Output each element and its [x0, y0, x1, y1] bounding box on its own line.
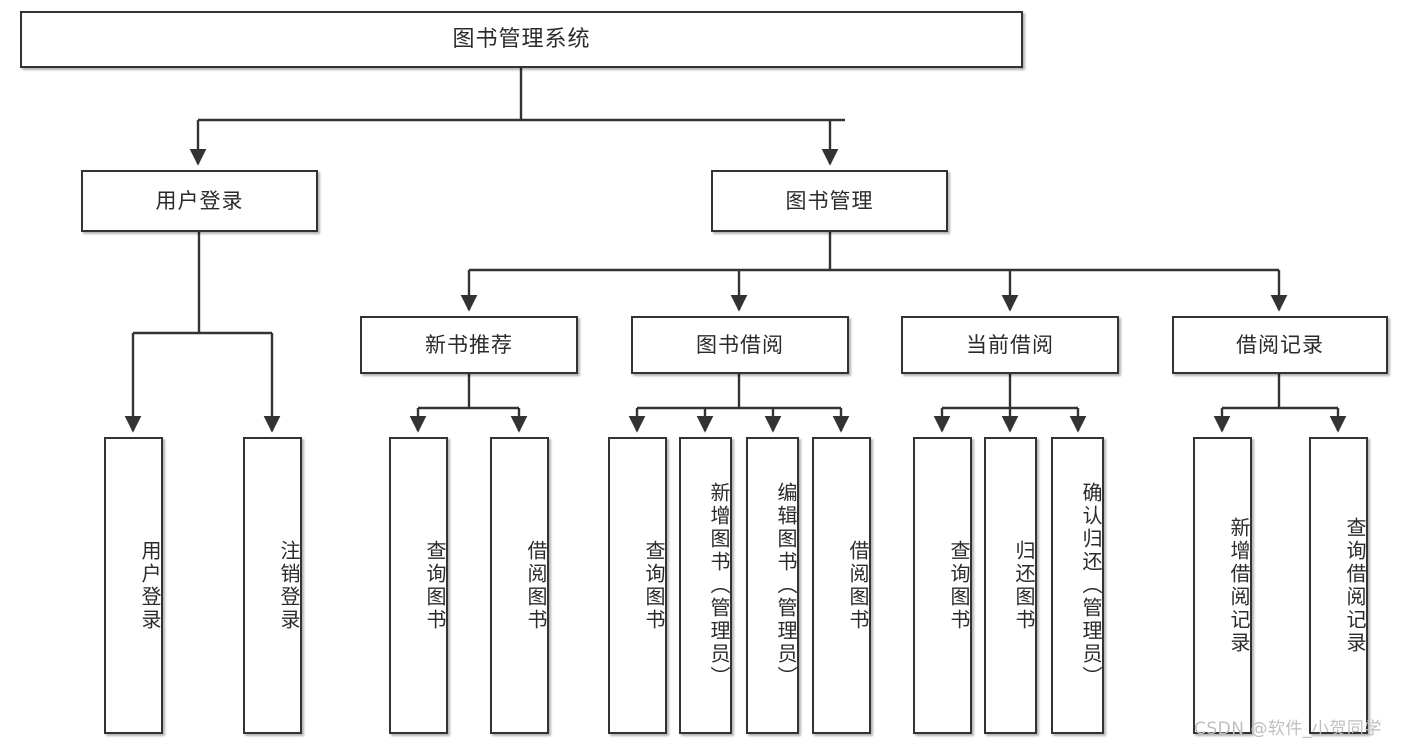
node-label: 新增图书（管理员） — [707, 482, 731, 689]
node-label: 查询图书 — [642, 539, 666, 632]
node-root-book-management-system[interactable]: 图书管理系统 — [20, 11, 1023, 68]
node-label: 图书管理系统 — [452, 26, 591, 52]
node-user-login[interactable]: 用户登录 — [81, 170, 318, 232]
node-new-book-recommend[interactable]: 新书推荐 — [360, 316, 578, 374]
leaf-query-book-borrow[interactable]: 查询图书 — [608, 437, 667, 734]
node-book-borrow[interactable]: 图书借阅 — [631, 316, 849, 374]
csdn-watermark: CSDN @软件_小贺同学 — [1194, 719, 1382, 739]
leaf-query-borrow-record[interactable]: 查询借阅记录 — [1309, 437, 1368, 734]
leaf-user-login[interactable]: 用户登录 — [104, 437, 163, 734]
node-current-borrow[interactable]: 当前借阅 — [901, 316, 1119, 374]
node-label: 借阅图书 — [524, 539, 548, 632]
node-label: 新书推荐 — [425, 332, 513, 357]
leaf-return-book[interactable]: 归还图书 — [984, 437, 1037, 734]
leaf-edit-book-admin[interactable]: 编辑图书（管理员） — [746, 437, 799, 734]
node-label: 归还图书 — [1012, 539, 1036, 632]
leaf-query-book-recommend[interactable]: 查询图书 — [389, 437, 448, 734]
node-label: 借阅图书 — [846, 539, 870, 632]
node-borrow-record[interactable]: 借阅记录 — [1172, 316, 1388, 374]
node-label: 用户登录 — [155, 188, 244, 213]
node-label: 图书管理 — [785, 188, 874, 213]
node-label: 新增借阅记录 — [1227, 516, 1251, 655]
leaf-confirm-return-admin[interactable]: 确认归还（管理员） — [1051, 437, 1104, 734]
node-label: 确认归还（管理员） — [1079, 482, 1103, 689]
node-label: 查询借阅记录 — [1343, 516, 1367, 655]
node-label: 用户登录 — [138, 539, 162, 632]
node-label: 编辑图书（管理员） — [774, 482, 798, 689]
node-label: 查询图书 — [947, 539, 971, 632]
node-label: 注销登录 — [277, 539, 301, 632]
node-label: 借阅记录 — [1236, 332, 1324, 357]
node-label: 图书借阅 — [696, 332, 784, 357]
node-label: 查询图书 — [423, 539, 447, 632]
leaf-borrow-book[interactable]: 借阅图书 — [812, 437, 871, 734]
node-label: 当前借阅 — [966, 332, 1054, 357]
node-book-management[interactable]: 图书管理 — [711, 170, 948, 232]
leaf-logout-login[interactable]: 注销登录 — [243, 437, 302, 734]
leaf-add-borrow-record[interactable]: 新增借阅记录 — [1193, 437, 1252, 734]
leaf-query-book-current[interactable]: 查询图书 — [913, 437, 972, 734]
leaf-add-book-admin[interactable]: 新增图书（管理员） — [679, 437, 732, 734]
leaf-borrow-book-recommend[interactable]: 借阅图书 — [490, 437, 549, 734]
